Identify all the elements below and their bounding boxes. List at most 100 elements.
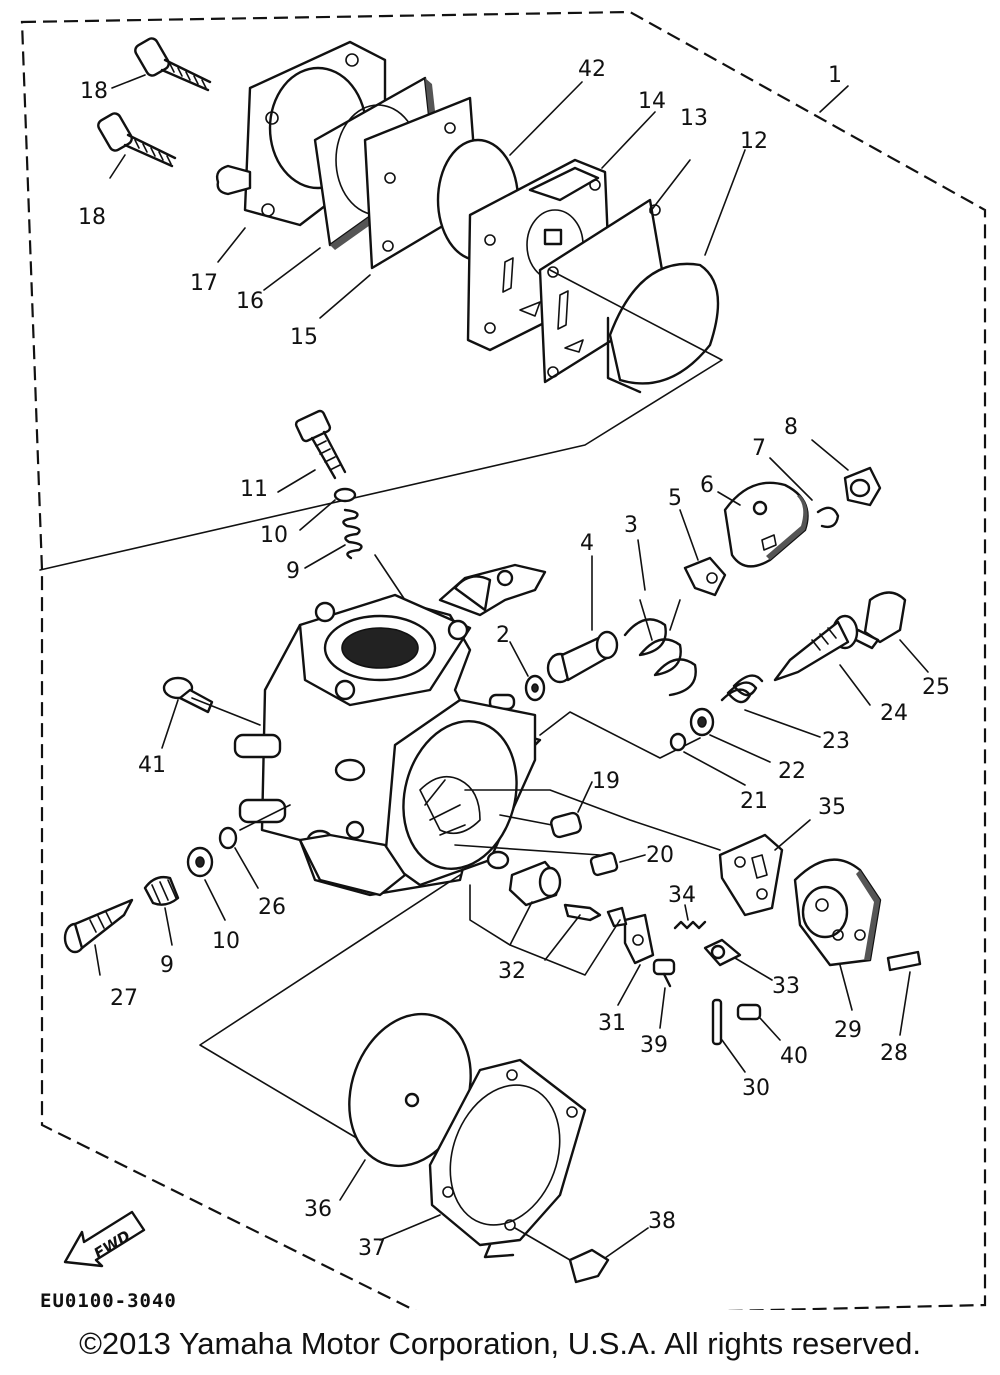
spring-34	[673, 920, 707, 930]
cover-29	[793, 858, 882, 967]
leader-13	[649, 159, 691, 213]
callout-10-lower: 10	[212, 929, 240, 954]
needle-valve-32	[486, 850, 628, 928]
callout-41: 41	[138, 753, 166, 778]
callout-18-upper: 18	[80, 79, 108, 104]
leader-9b	[164, 907, 173, 946]
callout-6: 6	[700, 473, 714, 498]
copyright-notice: ©2013 Yamaha Motor Corporation, U.S.A. A…	[79, 1326, 921, 1361]
leader-to-body-top	[374, 554, 406, 601]
leader-23	[744, 709, 821, 738]
callout-10-upper: 10	[260, 523, 288, 548]
leader-3	[637, 539, 646, 591]
exploded-parts-diagram: FWD EU0100-3040 1 2 3 4 5 6 7 8 9 9 10 1…	[20, 10, 987, 1310]
shaft-4	[546, 630, 619, 684]
leader-35	[774, 819, 811, 851]
leader-18b	[109, 154, 126, 179]
leader-22	[709, 734, 771, 763]
leader-19	[577, 781, 593, 813]
leader-15	[319, 274, 371, 319]
callout-1: 1	[828, 63, 842, 88]
leader-18a	[111, 74, 146, 89]
spring-9-upper	[342, 508, 363, 560]
callout-7: 7	[752, 436, 766, 461]
bracket-25	[850, 591, 907, 650]
leader-17	[217, 227, 246, 263]
screw-27	[63, 898, 134, 954]
leader-1	[819, 85, 849, 113]
leader-40	[759, 1017, 781, 1041]
callout-40: 40	[780, 1044, 808, 1069]
callout-25: 25	[922, 675, 950, 700]
callout-2: 2	[496, 623, 510, 648]
leader-25	[899, 639, 929, 673]
callout-37: 37	[358, 1236, 386, 1261]
callout-12: 12	[740, 129, 768, 154]
washer-10-lower	[186, 846, 214, 878]
clip-7	[816, 506, 840, 529]
leader-6	[717, 491, 741, 506]
callout-24: 24	[880, 701, 908, 726]
lever-5	[683, 556, 727, 597]
needle-24	[773, 614, 859, 682]
bolt-41	[162, 676, 214, 714]
callout-19: 19	[592, 769, 620, 794]
jet-20	[589, 851, 619, 877]
leader-10b	[204, 879, 226, 921]
leader-39	[659, 987, 666, 1029]
oring-10-upper	[333, 487, 357, 503]
leader-21	[683, 751, 746, 786]
cover-37	[428, 1058, 587, 1259]
callout-32: 32	[498, 959, 526, 984]
callout-9-lower: 9	[160, 953, 174, 978]
spring-23	[720, 674, 764, 704]
callout-17: 17	[190, 271, 218, 296]
leader-8	[811, 439, 849, 471]
bracket-32-b	[544, 914, 581, 961]
leader-37	[379, 1214, 441, 1241]
spring-3	[623, 599, 697, 697]
callout-14: 14	[638, 89, 666, 114]
screw-39	[652, 958, 676, 988]
callout-20: 20	[646, 843, 674, 868]
projection-line-bottom	[199, 874, 461, 1141]
leader-16	[263, 247, 321, 291]
leader-30	[721, 1039, 746, 1073]
fwd-arrow-icon: FWD	[63, 1210, 146, 1268]
washer-22	[689, 707, 715, 737]
oring-21	[669, 732, 687, 752]
leader-41-body	[191, 697, 261, 726]
pin-30	[711, 998, 723, 1046]
carburetor-body	[233, 563, 547, 897]
leader-9a	[304, 544, 346, 569]
spring-9-lower	[143, 875, 180, 906]
callout-27: 27	[110, 986, 138, 1011]
callout-5: 5	[668, 486, 682, 511]
screw-18-lower	[97, 112, 177, 168]
leader-7	[769, 457, 813, 501]
diagram-code: EU0100-3040	[40, 1290, 177, 1310]
leader-10a	[299, 499, 336, 531]
callout-4: 4	[580, 531, 594, 556]
leader-12	[704, 149, 746, 256]
callout-38: 38	[648, 1209, 676, 1234]
callout-42: 42	[578, 57, 606, 82]
screw-40	[736, 1003, 762, 1021]
assembly-boundary	[20, 10, 987, 1310]
leader-31	[617, 964, 641, 1006]
leader-5	[679, 509, 699, 561]
washer-2	[524, 674, 546, 702]
leader-24	[839, 664, 871, 706]
callout-3: 3	[624, 513, 638, 538]
oring-26	[218, 826, 238, 850]
leader-41	[161, 699, 179, 749]
callout-8: 8	[784, 415, 798, 440]
callout-36: 36	[304, 1197, 332, 1222]
callout-30: 30	[742, 1076, 770, 1101]
callout-9-upper: 9	[286, 559, 300, 584]
leader-34	[684, 904, 689, 921]
cam-6	[723, 481, 809, 568]
lever-33	[703, 938, 742, 967]
callout-31: 31	[598, 1011, 626, 1036]
projection-line-20	[454, 844, 601, 856]
